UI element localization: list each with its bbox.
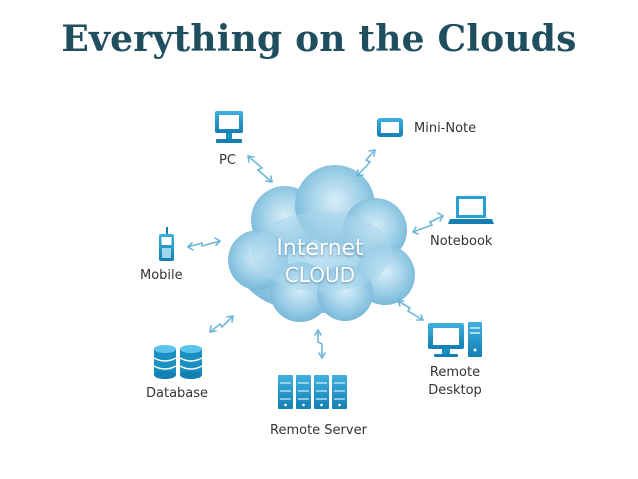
mininote-icon [377, 118, 403, 137]
label-mininote: Mini-Note [414, 121, 477, 136]
arrow-pc [247, 155, 273, 183]
pc-icon [215, 111, 243, 143]
arrow-mininote [356, 149, 376, 177]
database-icon [153, 345, 203, 379]
label-remote-desktop-line2: Desktop [428, 383, 482, 398]
connection-arrows [187, 149, 444, 359]
label-remote-desktop-line1: Remote [429, 365, 481, 380]
mobile-icon [159, 227, 174, 261]
label-database: Database [146, 386, 209, 401]
arrow-database [209, 315, 234, 333]
arrow-server [317, 329, 323, 359]
remote-desktop-icon [428, 322, 482, 357]
notebook-icon [448, 196, 494, 224]
arrow-notebook [412, 215, 444, 233]
label-remote-server: Remote Server [270, 423, 367, 438]
arrow-remote-desktop [397, 300, 424, 321]
label-pc: PC [219, 153, 236, 168]
cloud-label-internet: Internet [276, 236, 364, 261]
label-mobile: Mobile [140, 268, 183, 283]
page-title: Everything on the Clouds [61, 18, 577, 60]
cloud-label-cloud: CLOUD [284, 263, 356, 287]
internet-cloud [228, 165, 415, 322]
label-notebook: Notebook [430, 234, 493, 249]
arrow-mobile [187, 240, 221, 248]
server-icon [278, 375, 347, 409]
